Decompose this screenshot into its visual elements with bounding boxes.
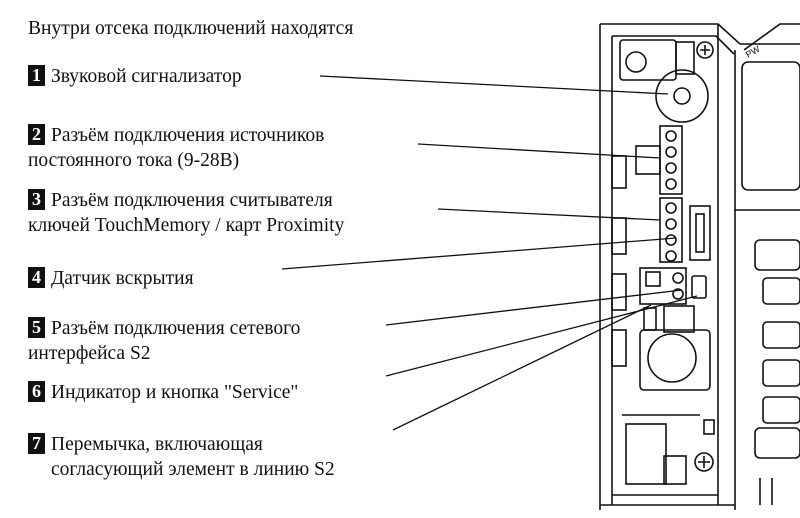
leader-lines (281, 75, 698, 431)
reader-connector (659, 197, 683, 263)
service-button (691, 275, 707, 299)
legend-item-6: 6 Индикатор и кнопка "Service" (28, 380, 298, 405)
legend-item-1: 1 Звуковой сигнализатор (28, 64, 242, 89)
device-housing (599, 23, 800, 510)
legend-number-3: 3 (28, 189, 45, 210)
jumper (643, 307, 657, 331)
legend-text-7: Перемычка, включающая (51, 434, 263, 455)
legend-number-5: 5 (28, 317, 45, 338)
legend-item-4: 4 Датчик вскрытия (28, 266, 194, 291)
s2-connector (639, 267, 687, 305)
legend-text-5: Разъём подключения сетевого (51, 318, 301, 339)
legend-text-6: Индикатор и кнопка "Service" (51, 382, 299, 403)
legend-text-3b: ключей TouchMemory / карт Proximity (28, 215, 345, 236)
legend-text-3: Разъём подключения считывателя (51, 190, 333, 211)
legend-text-2: Разъём подключения источников (51, 125, 325, 146)
legend-text-1: Звуковой сигнализатор (51, 66, 242, 87)
intro-text: Внутри отсека подключений находятся (28, 18, 354, 39)
leader-line-7 (392, 304, 652, 431)
legend-number-6: 6 (28, 381, 45, 402)
leader-line-6 (385, 295, 698, 377)
legend-item-7: 7 Перемычка, включающая согласующий элеме… (28, 432, 335, 482)
legend-text-7b: согласующий элемент в линию S2 (51, 459, 335, 480)
legend-text-5b: интерфейса S2 (28, 343, 151, 364)
buzzer (655, 69, 709, 123)
leader-line-4 (281, 237, 677, 270)
legend-item-2: 2 Разъём подключения источников постоянно… (28, 123, 324, 173)
leader-line-1 (319, 75, 669, 95)
legend-number-1: 1 (28, 65, 45, 86)
leader-line-5 (385, 289, 683, 326)
legend-item-3: 3 Разъём подключения считывателя ключей T… (28, 188, 344, 238)
legend-text-4: Датчик вскрытия (51, 268, 194, 289)
device-label: PW (744, 44, 762, 60)
legend-number-4: 4 (28, 267, 45, 288)
legend-number-7: 7 (28, 433, 45, 454)
power-connector (659, 125, 683, 195)
tamper-switch (689, 205, 711, 261)
legend-text-2b: постоянного тока (9-28В) (28, 150, 240, 171)
legend-item-5: 5 Разъём подключения сетевого интерфейса … (28, 316, 300, 366)
legend-number-2: 2 (28, 124, 45, 145)
